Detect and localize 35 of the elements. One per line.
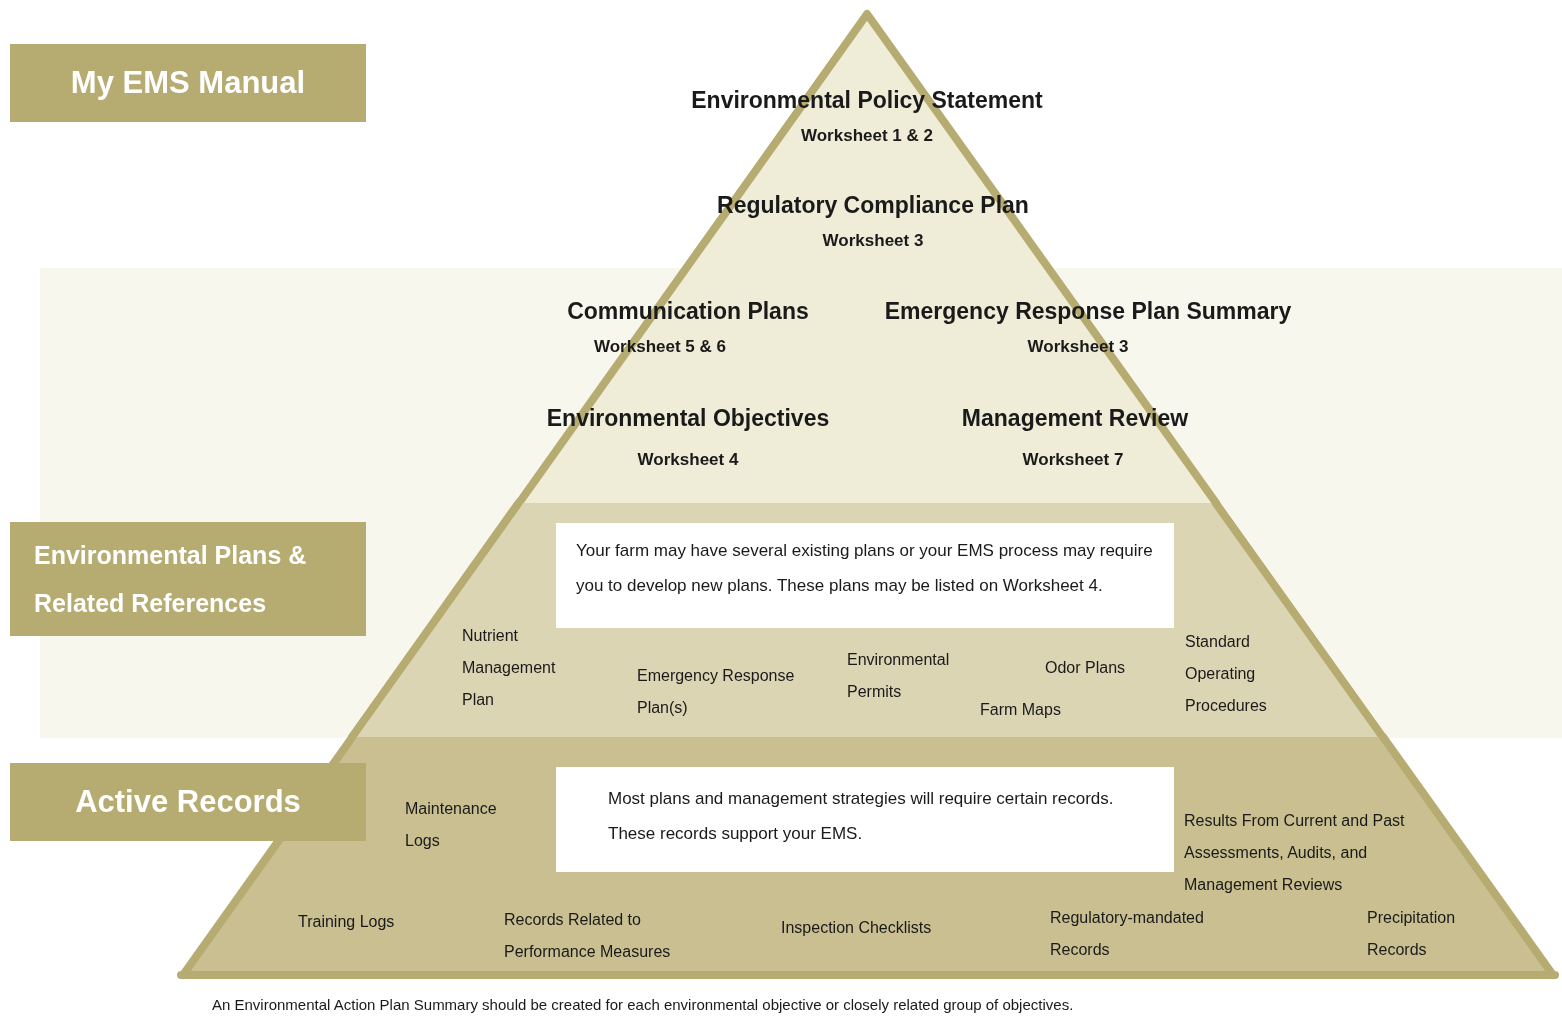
worksheet-reference: Worksheet 5 & 6 [594,337,726,357]
record-name: Precipitation Records [1367,908,1457,960]
plan-name: Environmental Permits [847,650,951,702]
caption: An Environmental Action Plan Summary should be created for each environmental objective or closely related group of objectives. [212,996,1074,1013]
section-banner [10,44,366,122]
section-title: Communication Plans [567,297,809,325]
worksheet-reference: Worksheet 7 [1022,450,1124,470]
plan-name: Farm Maps [980,700,1062,720]
banner-title: Environmental Plans & Related References [34,540,308,619]
record-name: Maintenance Logs [405,799,498,851]
banner-title: My EMS Manual [70,64,306,102]
record-name: Inspection Checklists [781,918,933,938]
note-box [556,767,1174,872]
plan-name: Nutrient Management Plan [462,626,557,710]
section-title: Emergency Response Plan Summary [884,297,1292,325]
section-title: Management Review [961,404,1189,432]
plan-name: Emergency Response Plan(s) [637,666,796,718]
banner-title: Active Records [75,783,301,821]
section-title: Regulatory Compliance Plan [717,191,1029,219]
worksheet-reference: Worksheet 1 & 2 [801,126,933,146]
record-name: Regulatory-mandated Records [1050,908,1205,960]
section-banner [10,763,366,841]
section-title: Environmental Objectives [546,404,830,432]
worksheet-reference: Worksheet 4 [637,450,739,470]
plan-name: Standard Operating Procedures [1185,632,1268,716]
plan-name: Odor Plans [1045,658,1127,678]
record-name: Training Logs [298,912,396,932]
section-banner [10,522,366,636]
worksheet-reference: Worksheet 3 [822,231,924,251]
record-name: Records Related to Performance Measures [504,910,672,962]
note-text: Your farm may have several existing plans or your EMS process may require you to develop new plans. These plans may be listed on Worksheet 4. [576,540,1154,597]
worksheet-reference: Worksheet 3 [1027,337,1129,357]
note-text: Most plans and management strategies will require certain records. These records support your EMS. [608,788,1115,845]
record-name: Results From Current and Past Assessments, Audits, and Management Reviews [1184,811,1406,895]
note-box [556,523,1174,628]
